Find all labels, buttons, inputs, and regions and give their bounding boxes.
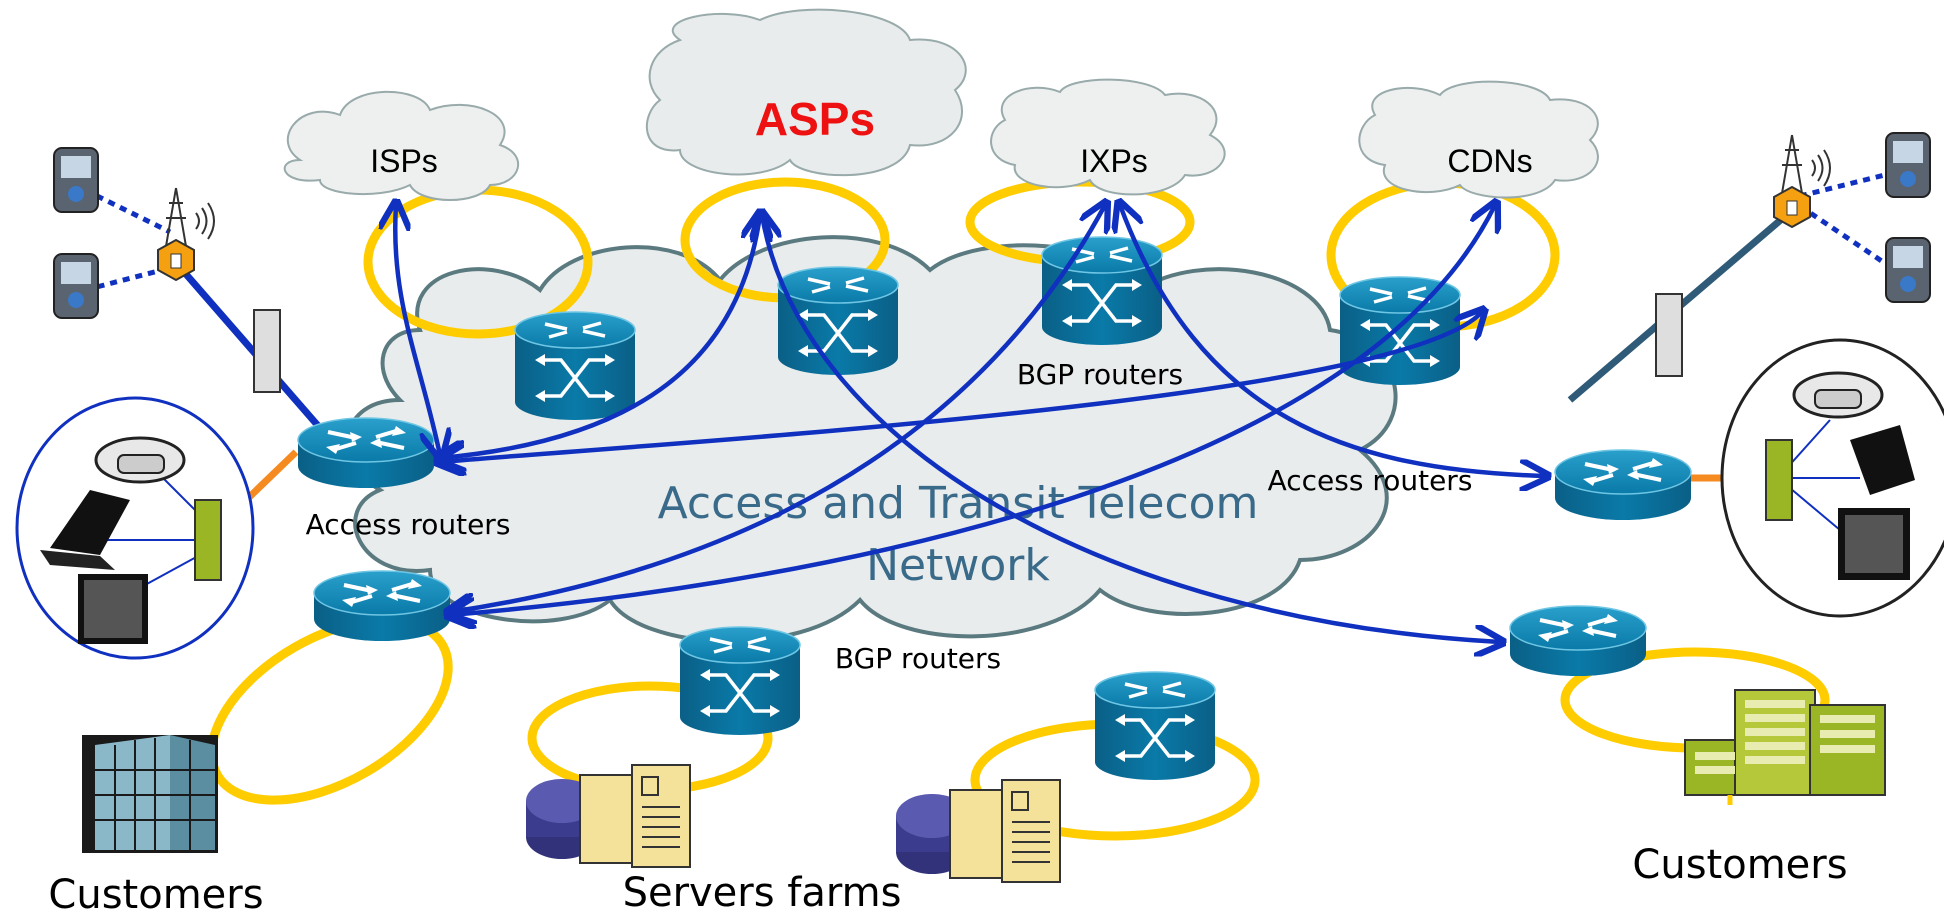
asps-cloud: [646, 8, 967, 177]
connection-arrows: [395, 205, 1545, 642]
access-router-left-bottom: [312, 569, 452, 643]
server-farm-right-icon: [895, 779, 1061, 883]
access-router-right-top: [1553, 448, 1693, 522]
access-router-right-bottom: [1508, 604, 1648, 678]
access-router-left-top: [296, 416, 436, 490]
customers-label-left: Customers: [48, 872, 263, 915]
ixps-cloud: [990, 78, 1226, 196]
bgp-router-6: [1093, 670, 1217, 782]
left-home-circle: [15, 396, 255, 660]
isps-label: ISPs: [370, 143, 438, 179]
right-pda-1: [1885, 132, 1931, 198]
bgp-routers-label-top: BGP routers: [1017, 358, 1183, 391]
cdns-label: CDNs: [1447, 143, 1532, 179]
network-label-line1: Access and Transit Telecom: [658, 478, 1259, 529]
bgp-router-3: [1040, 235, 1164, 347]
right-pda-2: [1885, 237, 1931, 303]
bgp-router-2: [776, 265, 900, 377]
cdns-cloud: [1358, 80, 1599, 199]
customers-label-right: Customers: [1632, 842, 1847, 888]
bgp-router-1: [513, 310, 637, 422]
right-antenna-icon: [1773, 134, 1831, 228]
bgp-router-5: [678, 625, 802, 737]
right-building-icon: [1684, 689, 1886, 805]
left-modem: [253, 309, 281, 393]
left-pda-1: [53, 147, 99, 213]
right-modem: [1655, 293, 1683, 377]
left-pda-2: [53, 253, 99, 319]
server-farm-left-icon: [525, 764, 691, 868]
wireless-links: [83, 167, 1906, 293]
right-home-circle: [1720, 338, 1944, 618]
servers-farms-label: Servers farms: [623, 870, 902, 915]
asps-label: ASPs: [755, 93, 875, 145]
access-routers-label-left: Access routers: [306, 508, 511, 541]
left-building-icon: [82, 735, 218, 853]
ixps-label: IXPs: [1080, 143, 1148, 179]
access-routers-label-right: Access routers: [1268, 464, 1473, 497]
bgp-routers-label-bottom: BGP routers: [835, 642, 1001, 675]
bgp-router-4: [1338, 275, 1462, 387]
isps-cloud: [283, 90, 520, 201]
left-antenna-icon: [157, 187, 215, 281]
